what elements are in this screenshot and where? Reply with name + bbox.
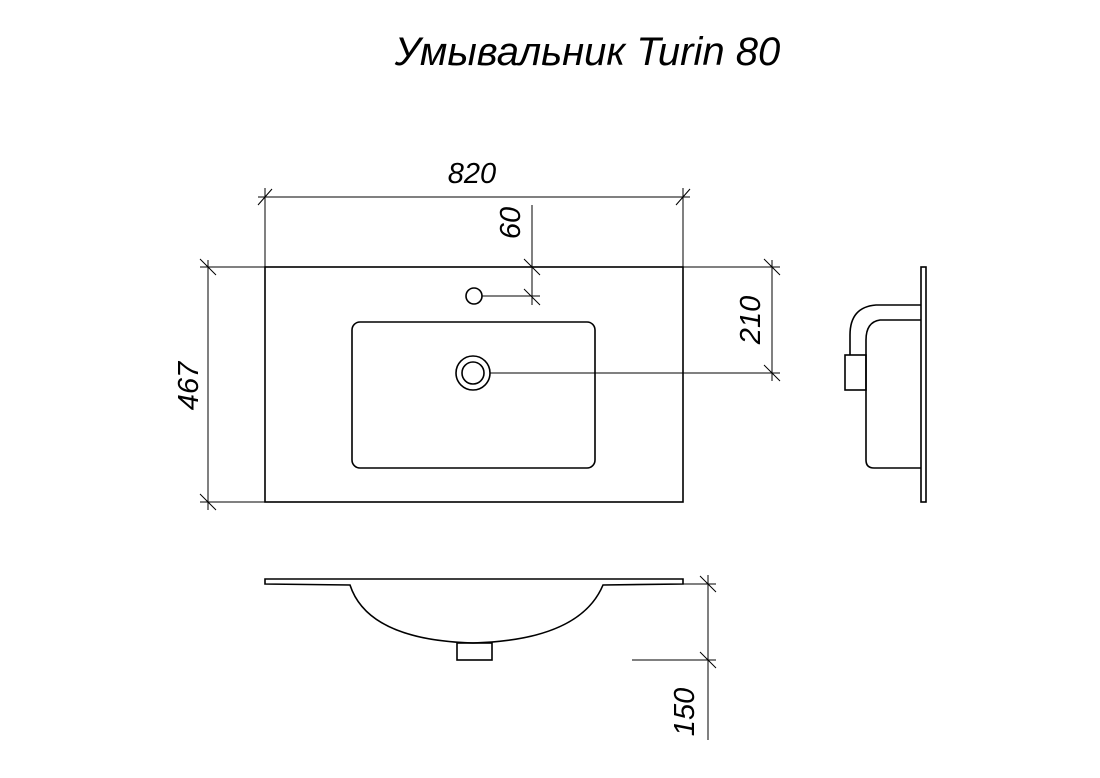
dimension-bowl-height-label: 150	[669, 688, 701, 736]
side-drain	[844, 354, 867, 391]
side-view	[844, 266, 927, 503]
front-basin	[264, 578, 684, 644]
dimension-width: 820	[257, 158, 691, 267]
front-drain	[456, 642, 493, 661]
top-view	[264, 266, 684, 503]
dimension-width-label: 820	[448, 158, 496, 190]
dimension-tap-offset-label: 60	[495, 207, 527, 239]
dimension-depth-label: 467	[173, 360, 205, 410]
front-view	[264, 578, 684, 661]
drain-outer	[455, 355, 491, 391]
dimension-depth: 467	[173, 258, 683, 511]
dimension-bowl-height: 150	[632, 575, 717, 740]
tap-hole	[465, 287, 483, 305]
dimension-tap-offset: 60	[482, 205, 541, 306]
dimension-drain-offset-label: 210	[735, 296, 767, 345]
drain-inner	[461, 361, 485, 385]
drawing-title: Умывальник Turin 80	[394, 30, 781, 74]
side-countertop	[920, 266, 927, 503]
bowl-outline	[351, 321, 596, 469]
dimension-drain-offset: 210	[490, 258, 781, 382]
